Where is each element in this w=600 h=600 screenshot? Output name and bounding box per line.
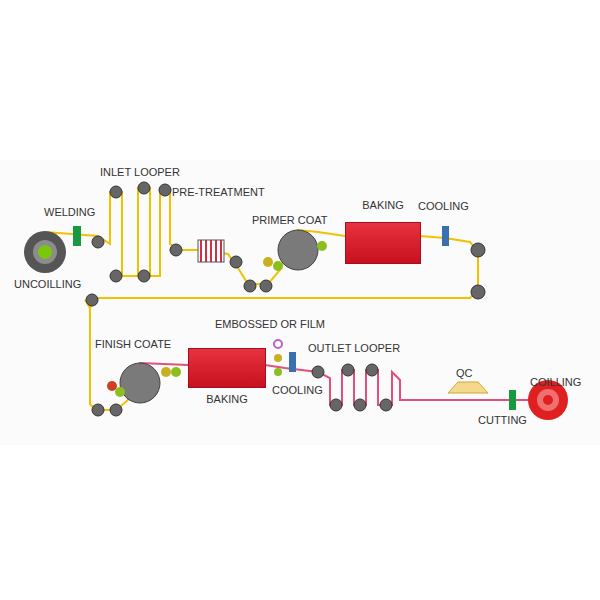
station-label: PRE-TREATMENT — [172, 186, 265, 199]
station-label: FINISH COATE — [95, 338, 171, 351]
station-label: CUTTING — [478, 414, 527, 427]
station-label: QC — [456, 367, 473, 380]
station-label: INLET LOOPER — [100, 166, 180, 179]
station-label: COOLING — [272, 384, 323, 397]
baking-oven: BAKING — [345, 222, 421, 264]
station-label: COOLING — [418, 200, 469, 213]
baking-oven: BAKING — [188, 348, 266, 388]
station-label: EMBOSSED OR FILM — [215, 318, 325, 331]
station-label: PRIMER COAT — [252, 214, 328, 227]
station-label: OUTLET LOOPER — [308, 342, 400, 355]
oven-label: BAKING — [362, 199, 404, 212]
oven-label: BAKING — [206, 393, 248, 406]
station-label: COILLING — [530, 376, 581, 389]
station-label: UNCOILLING — [14, 278, 81, 291]
station-label: WELDING — [44, 206, 95, 219]
